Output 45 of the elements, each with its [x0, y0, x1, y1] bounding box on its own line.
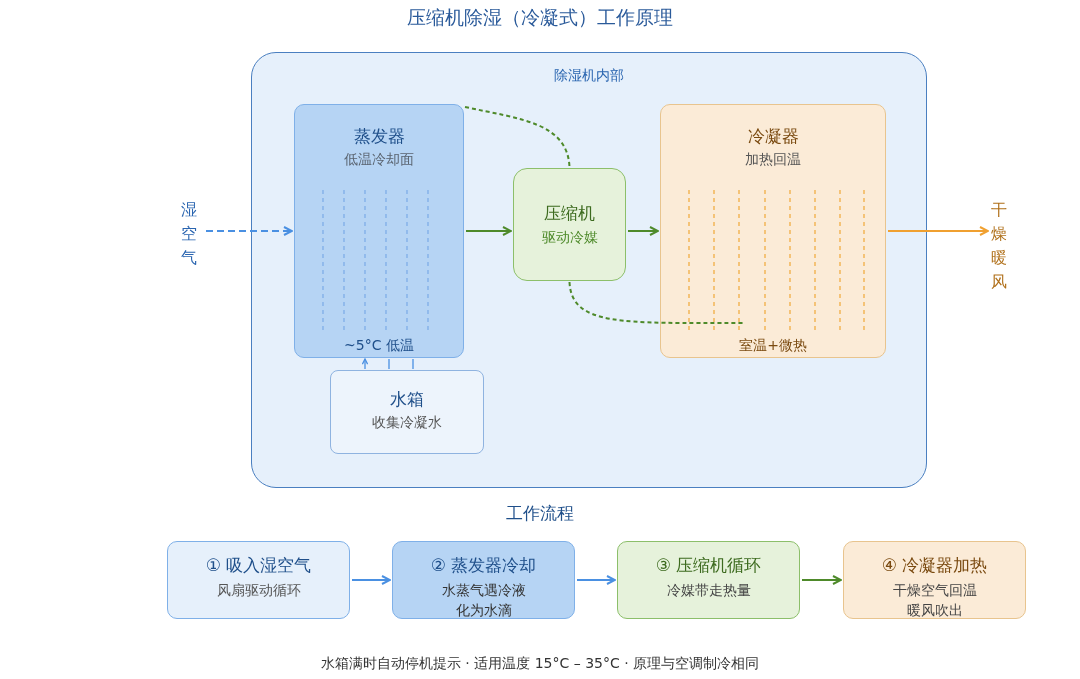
box-text: 风扇驱动循环 — [215, 581, 302, 600]
box-heading: 压缩机 — [543, 202, 596, 225]
housing-panel — [251, 52, 927, 488]
drain-line — [388, 358, 390, 370]
drain-line — [412, 358, 414, 370]
refrigerant-line — [464, 106, 571, 168]
box-text: 驱动冷媒 — [540, 229, 599, 247]
box-text: 冷媒带走热量 — [665, 581, 752, 600]
side-text: 湿空气 — [180, 199, 198, 269]
airflow-arrow — [205, 226, 293, 236]
box-heading: 水箱 — [389, 388, 425, 411]
box-heading: 除湿机内部 — [553, 67, 625, 85]
title: 压缩机除湿（冷凝式）工作原理 — [406, 5, 674, 30]
arrow — [351, 575, 391, 585]
condenser-box — [660, 104, 886, 358]
arrow — [627, 226, 659, 236]
arrow — [465, 226, 512, 236]
step-box — [617, 541, 800, 619]
airflow-arrow — [887, 226, 989, 236]
refrigerant-line — [568, 281, 744, 325]
temperature-label: ~5°C 低温 — [343, 337, 415, 355]
box-text: 收集冷凝水 — [371, 414, 443, 432]
compressor-box — [513, 168, 626, 281]
evaporator-box — [294, 104, 464, 358]
arrow — [576, 575, 616, 585]
box-heading: 冷凝器 — [746, 125, 800, 148]
step-box — [392, 541, 575, 619]
box-text: 干燥空气回温暖风吹出 — [891, 581, 978, 620]
temperature-label: 室温+微热 — [738, 337, 808, 355]
arrow — [801, 575, 842, 585]
box-text: 水蒸气遇冷液化为水滴 — [440, 581, 527, 620]
box-text: 低温冷却面 — [343, 151, 415, 169]
box-heading: ③ 压缩机循环 — [654, 554, 763, 577]
footnote: 水箱满时自动停机提示 · 适用温度 15°C – 35°C · 原理与空调制冷相同 — [319, 655, 761, 673]
side-text: 干燥暖风 — [990, 199, 1008, 293]
section-heading: 工作流程 — [505, 502, 575, 525]
step-box — [167, 541, 350, 619]
box-heading: ② 蒸发器冷却 — [429, 554, 538, 577]
box-heading: 蒸发器 — [352, 125, 406, 148]
box-text: 加热回温 — [744, 151, 802, 169]
box-heading: ④ 冷凝器加热 — [880, 554, 989, 577]
water-tank-box — [330, 370, 484, 454]
box-heading: ① 吸入湿空气 — [204, 554, 313, 577]
drain-arrow — [361, 358, 369, 370]
step-box — [843, 541, 1026, 619]
